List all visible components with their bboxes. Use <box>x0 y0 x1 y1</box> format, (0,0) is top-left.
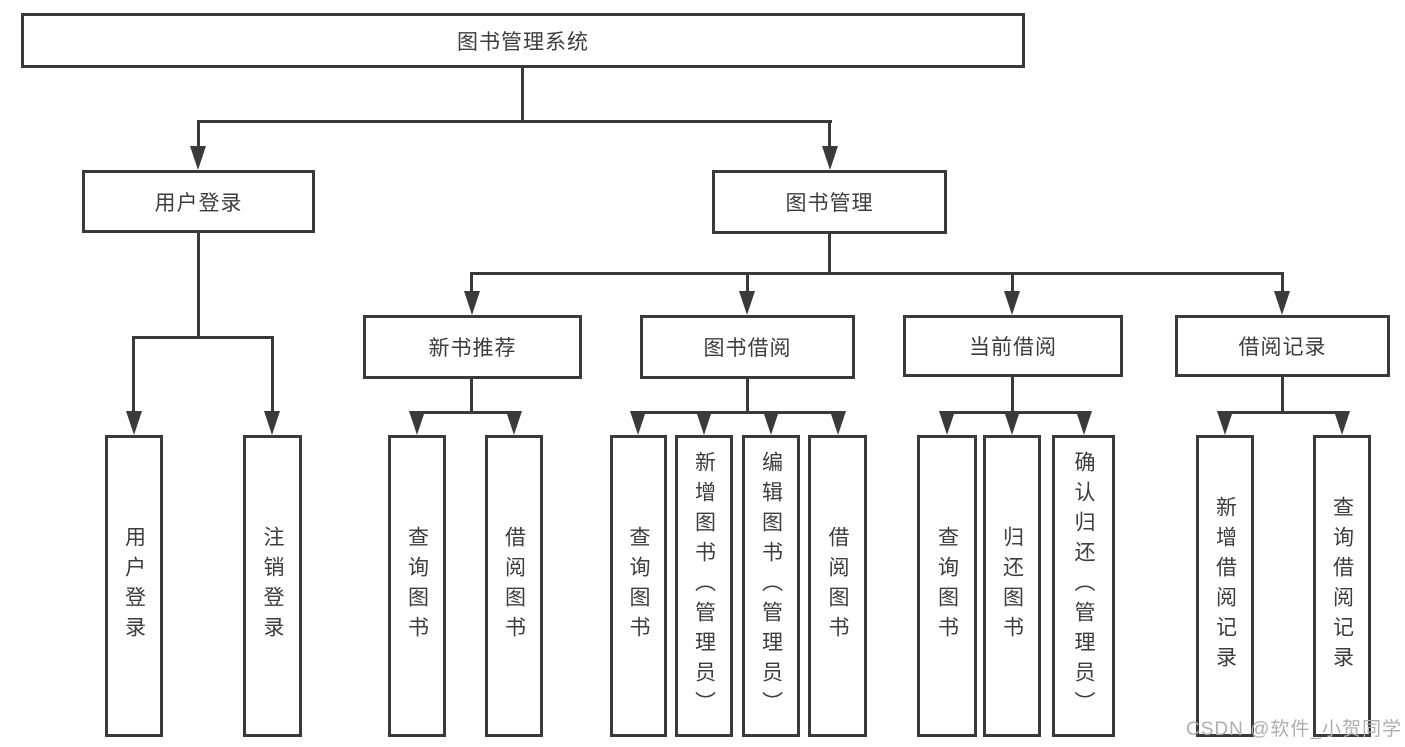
connector-vertical <box>1011 272 1014 294</box>
leaf-query-books-2: 查询图书 <box>610 435 667 737</box>
leaf-return-books: 归还图书 <box>983 435 1041 737</box>
arrow-down-icon <box>1274 291 1290 315</box>
arrow-down-icon <box>506 411 522 435</box>
node-label: 借阅记录 <box>1238 336 1327 359</box>
leaf-label: 确认归还（管理员） <box>1072 451 1095 721</box>
connector-vertical <box>828 120 831 150</box>
leaf-label: 新增图书（管理员） <box>692 451 716 721</box>
leaf-label: 编辑图书（管理员） <box>759 451 783 721</box>
arrow-down-icon <box>409 411 425 435</box>
connector-horizontal <box>416 411 516 414</box>
connector-vertical <box>1011 377 1014 413</box>
arrow-down-icon <box>630 411 646 435</box>
leaf-query-borrow-record: 查询借阅记录 <box>1313 435 1371 737</box>
leaf-label: 注销登录 <box>261 526 284 646</box>
arrow-down-icon <box>739 291 755 315</box>
csdn-watermark: CSDN @软件_小贺同学 <box>1186 719 1402 740</box>
arrow-down-icon <box>1217 411 1233 435</box>
leaf-query-books-3: 查询图书 <box>917 435 977 737</box>
node-label: 图书管理 <box>785 192 874 215</box>
node-label: 当前借阅 <box>969 336 1057 359</box>
connector-vertical <box>197 120 200 150</box>
connector-horizontal <box>132 336 273 339</box>
leaf-label: 查询借阅记录 <box>1330 496 1354 676</box>
node-borrowing-records: 借阅记录 <box>1175 315 1390 377</box>
leaf-label: 用户登录 <box>122 526 146 646</box>
connector-horizontal <box>1224 411 1344 414</box>
arrow-down-icon <box>696 411 712 435</box>
leaf-edit-book-admin: 编辑图书（管理员） <box>742 435 800 737</box>
leaf-label: 借阅图书 <box>502 526 526 646</box>
arrow-down-icon <box>939 411 955 435</box>
node-label: 图书管理系统 <box>457 30 589 54</box>
node-book-borrowing: 图书借阅 <box>640 315 855 379</box>
connector-horizontal <box>197 120 832 123</box>
connector-vertical <box>521 68 524 121</box>
leaf-logout: 注销登录 <box>243 435 302 737</box>
arrow-down-icon <box>1334 411 1350 435</box>
node-label: 用户登录 <box>154 191 243 215</box>
connector-vertical <box>746 272 749 294</box>
arrow-down-icon <box>126 411 142 435</box>
arrow-down-icon <box>1004 291 1020 315</box>
leaf-query-books-1: 查询图书 <box>388 435 446 737</box>
leaf-borrow-books-2: 借阅图书 <box>808 435 867 737</box>
arrow-down-icon <box>830 411 846 435</box>
arrow-down-icon <box>822 146 838 170</box>
leaf-label: 新增借阅记录 <box>1213 496 1237 676</box>
node-user-login: 用户登录 <box>82 170 315 233</box>
leaf-label: 查询图书 <box>627 526 650 646</box>
node-label: 新书推荐 <box>428 337 517 360</box>
arrow-down-icon <box>190 146 206 170</box>
connector-vertical <box>271 336 274 414</box>
connector-vertical <box>470 272 473 294</box>
leaf-label: 查询图书 <box>935 526 959 646</box>
node-new-book-recommendation: 新书推荐 <box>363 315 582 379</box>
node-book-management: 图书管理 <box>712 170 947 234</box>
connector-vertical <box>132 336 135 414</box>
arrow-down-icon <box>763 411 779 435</box>
connector-vertical <box>746 379 749 413</box>
arrow-down-icon <box>1004 411 1020 435</box>
leaf-user-login: 用户登录 <box>105 435 163 737</box>
node-label: 图书借阅 <box>703 337 792 360</box>
connector-horizontal <box>637 411 840 414</box>
arrow-down-icon <box>1076 411 1092 435</box>
node-current-borrowing: 当前借阅 <box>903 315 1123 377</box>
leaf-confirm-return-admin: 确认归还（管理员） <box>1052 435 1115 737</box>
node-library-management-system: 图书管理系统 <box>21 13 1025 68</box>
connector-horizontal <box>471 272 1284 275</box>
connector-vertical <box>1281 377 1284 413</box>
arrow-down-icon <box>464 291 480 315</box>
connector-vertical <box>197 233 200 338</box>
leaf-label: 查询图书 <box>405 526 429 646</box>
connector-vertical <box>1281 272 1284 294</box>
connector-vertical <box>828 234 831 274</box>
leaf-label: 借阅图书 <box>826 526 849 646</box>
leaf-borrow-books-1: 借阅图书 <box>485 435 543 737</box>
arrow-down-icon <box>264 411 280 435</box>
connector-vertical <box>470 379 473 413</box>
leaf-add-book-admin: 新增图书（管理员） <box>675 435 733 737</box>
leaf-add-borrow-record: 新增借阅记录 <box>1196 435 1254 737</box>
leaf-label: 归还图书 <box>1000 526 1024 646</box>
